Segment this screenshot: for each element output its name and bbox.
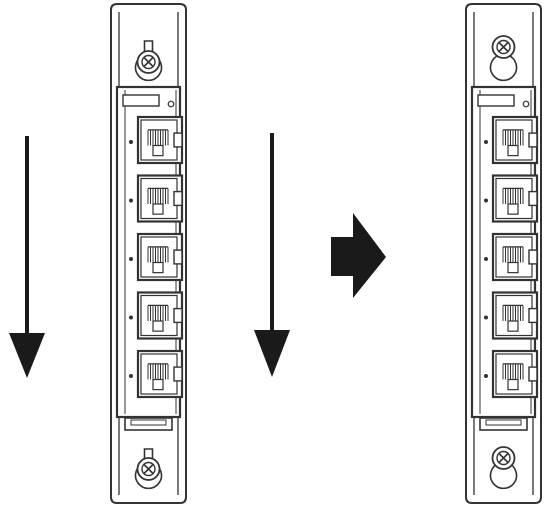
arrow-down-icon [9, 136, 45, 378]
port-led-icon [129, 374, 133, 378]
port-led-icon [484, 257, 488, 261]
mounting-screw-icon [136, 50, 161, 74]
switch-unit-before [110, 3, 187, 504]
port-led-icon [129, 198, 133, 203]
ethernet-port-icon [491, 232, 539, 282]
ethernet-port-icon [136, 174, 184, 223]
power-led-icon [167, 100, 175, 108]
port-led-icon [484, 315, 488, 320]
port-led-icon [129, 140, 133, 144]
ethernet-port-icon [491, 174, 539, 223]
mounting-screw-icon [491, 35, 516, 59]
switch-unit-after [465, 3, 542, 504]
port-led-icon [484, 198, 488, 203]
ethernet-port-icon [491, 115, 539, 165]
arrow-down-icon [254, 133, 290, 377]
port-led-icon [129, 315, 133, 320]
mounting-screw-icon [491, 446, 516, 470]
mounting-screw-icon [136, 457, 161, 481]
label-window [122, 94, 160, 107]
ethernet-port-icon [136, 349, 184, 399]
ethernet-port-icon [136, 115, 184, 165]
label-window [477, 94, 515, 107]
ethernet-port-icon [491, 291, 539, 340]
port-led-icon [484, 140, 488, 144]
port-led-icon [129, 257, 133, 261]
port-led-icon [484, 374, 488, 378]
power-led-icon [522, 100, 530, 108]
ethernet-port-icon [136, 232, 184, 282]
arrow-right-icon [331, 213, 386, 298]
ethernet-port-icon [136, 291, 184, 340]
keyhole-slot-icon [489, 40, 518, 82]
ethernet-port-icon [491, 349, 539, 399]
